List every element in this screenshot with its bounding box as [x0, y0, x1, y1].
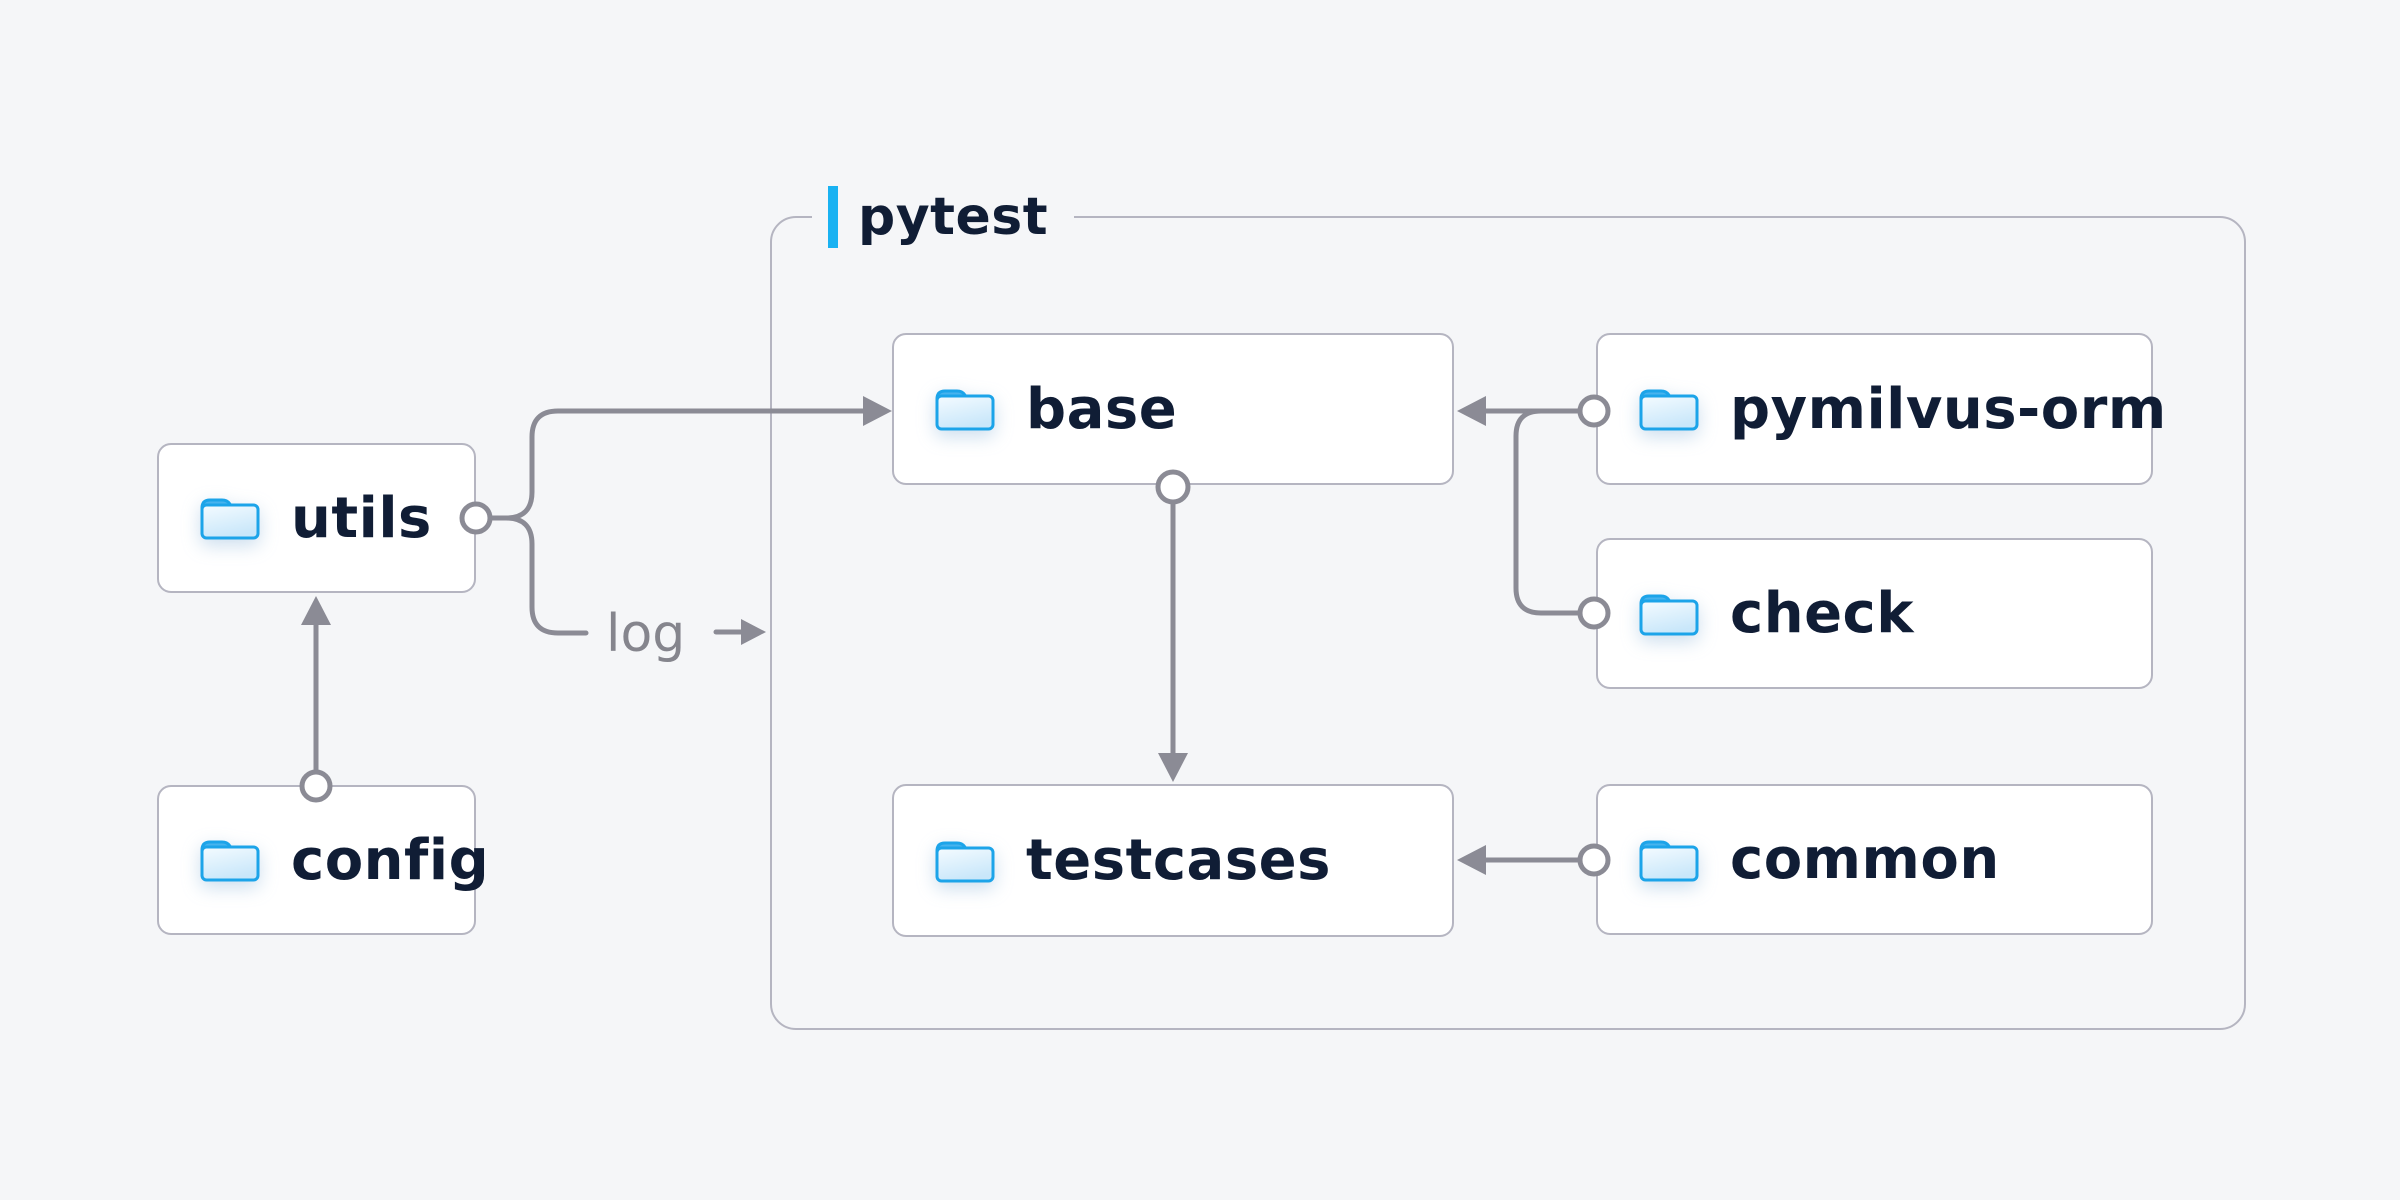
node-label: base — [1026, 376, 1178, 442]
node-config: config — [157, 785, 489, 935]
node-label: config — [291, 827, 490, 893]
node-common: common — [1596, 784, 2153, 935]
folder-icon — [1636, 384, 1702, 434]
edge-utils-log: log — [489, 515, 766, 664]
edge-config-utils — [299, 596, 333, 803]
node-pymilvus-orm: pymilvus-orm — [1596, 333, 2166, 485]
accent-bar — [828, 186, 838, 248]
node-label: testcases — [1026, 828, 1331, 893]
folder-icon — [197, 835, 263, 885]
node-check: check — [1596, 538, 2153, 689]
node-base: base — [892, 333, 1454, 485]
folder-icon — [932, 836, 998, 886]
folder-icon — [1636, 589, 1702, 639]
folder-icon — [197, 493, 263, 543]
arrowhead-up-icon — [301, 596, 331, 625]
node-utils: utils — [157, 443, 476, 593]
pytest-container-label: pytest — [812, 183, 1075, 251]
folder-icon — [1636, 835, 1702, 885]
folder-icon — [932, 384, 998, 434]
pytest-container-frame — [770, 216, 2246, 1030]
arrowhead-right-icon — [741, 619, 766, 645]
node-testcases: testcases — [892, 784, 1454, 937]
node-label: utils — [291, 485, 432, 551]
node-label: check — [1730, 581, 1914, 646]
node-label: pymilvus-orm — [1730, 376, 2167, 442]
node-label: common — [1730, 827, 2000, 892]
pytest-label-text: pytest — [858, 187, 1049, 247]
log-edge-label: log — [606, 604, 685, 664]
